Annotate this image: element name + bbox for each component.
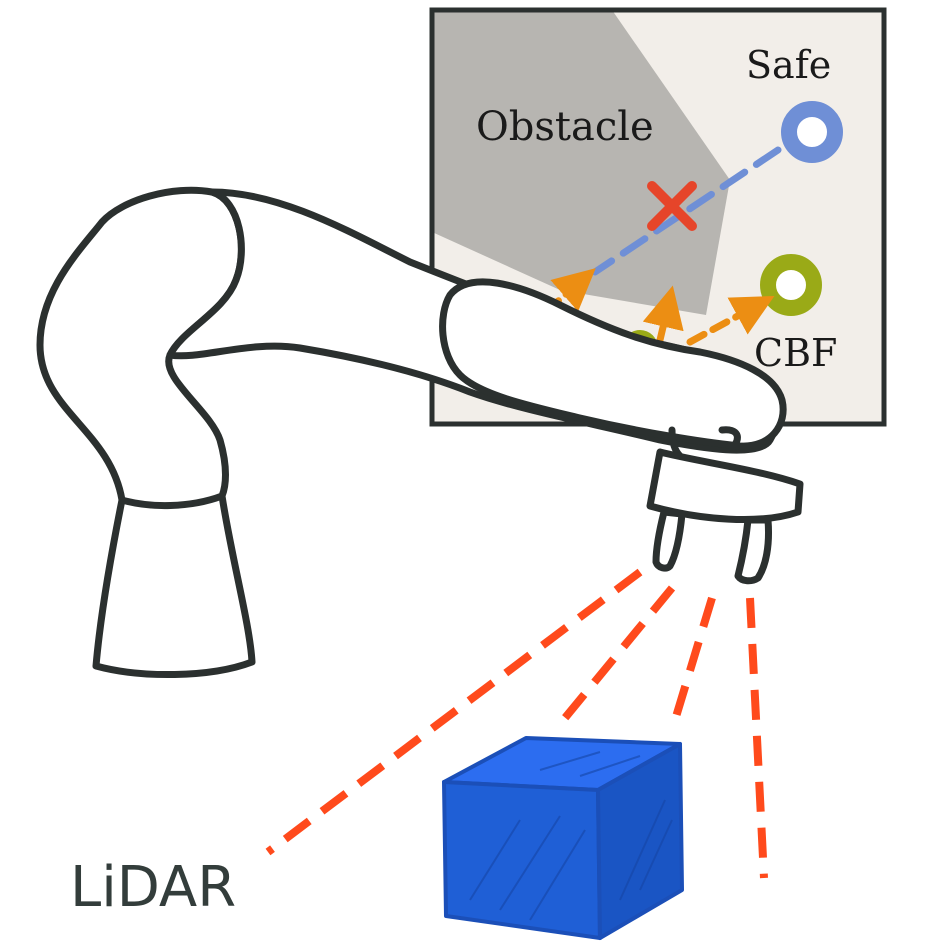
- robot-end-effector: [646, 448, 804, 524]
- robot-base: [92, 492, 256, 679]
- box-side: [596, 742, 684, 940]
- robot-arm: [36, 186, 804, 679]
- lidar-beam: [265, 568, 643, 856]
- robot-gripper-right: [734, 516, 772, 585]
- box-texture: [469, 751, 673, 921]
- cbf-ring-marker-icon: [760, 254, 822, 316]
- safe-ring-marker-icon: [781, 101, 843, 163]
- box-front: [442, 780, 602, 940]
- cbf-arrow: [642, 285, 684, 344]
- cbf-panel: Obstacle Safe CBF: [429, 7, 887, 427]
- obstacle-region: [432, 10, 730, 315]
- lidar-beam: [746, 597, 768, 879]
- safe-path-line: [591, 146, 782, 276]
- obstacle-label: Obstacle: [476, 104, 654, 150]
- lidar-beams: [265, 568, 768, 879]
- lidar-label: LiDAR: [70, 855, 236, 920]
- safe-label: Safe: [746, 43, 831, 87]
- robot-gripper-left: [652, 508, 686, 572]
- lidar-beam: [551, 585, 676, 733]
- robot-elbow-joint: [439, 278, 787, 450]
- lidar-beam: [668, 596, 716, 732]
- cbf-arrow: [686, 295, 775, 346]
- cbf-label: CBF: [754, 331, 837, 375]
- unsafe-x-mark-icon: [647, 181, 697, 231]
- obstacle-box: [442, 736, 684, 940]
